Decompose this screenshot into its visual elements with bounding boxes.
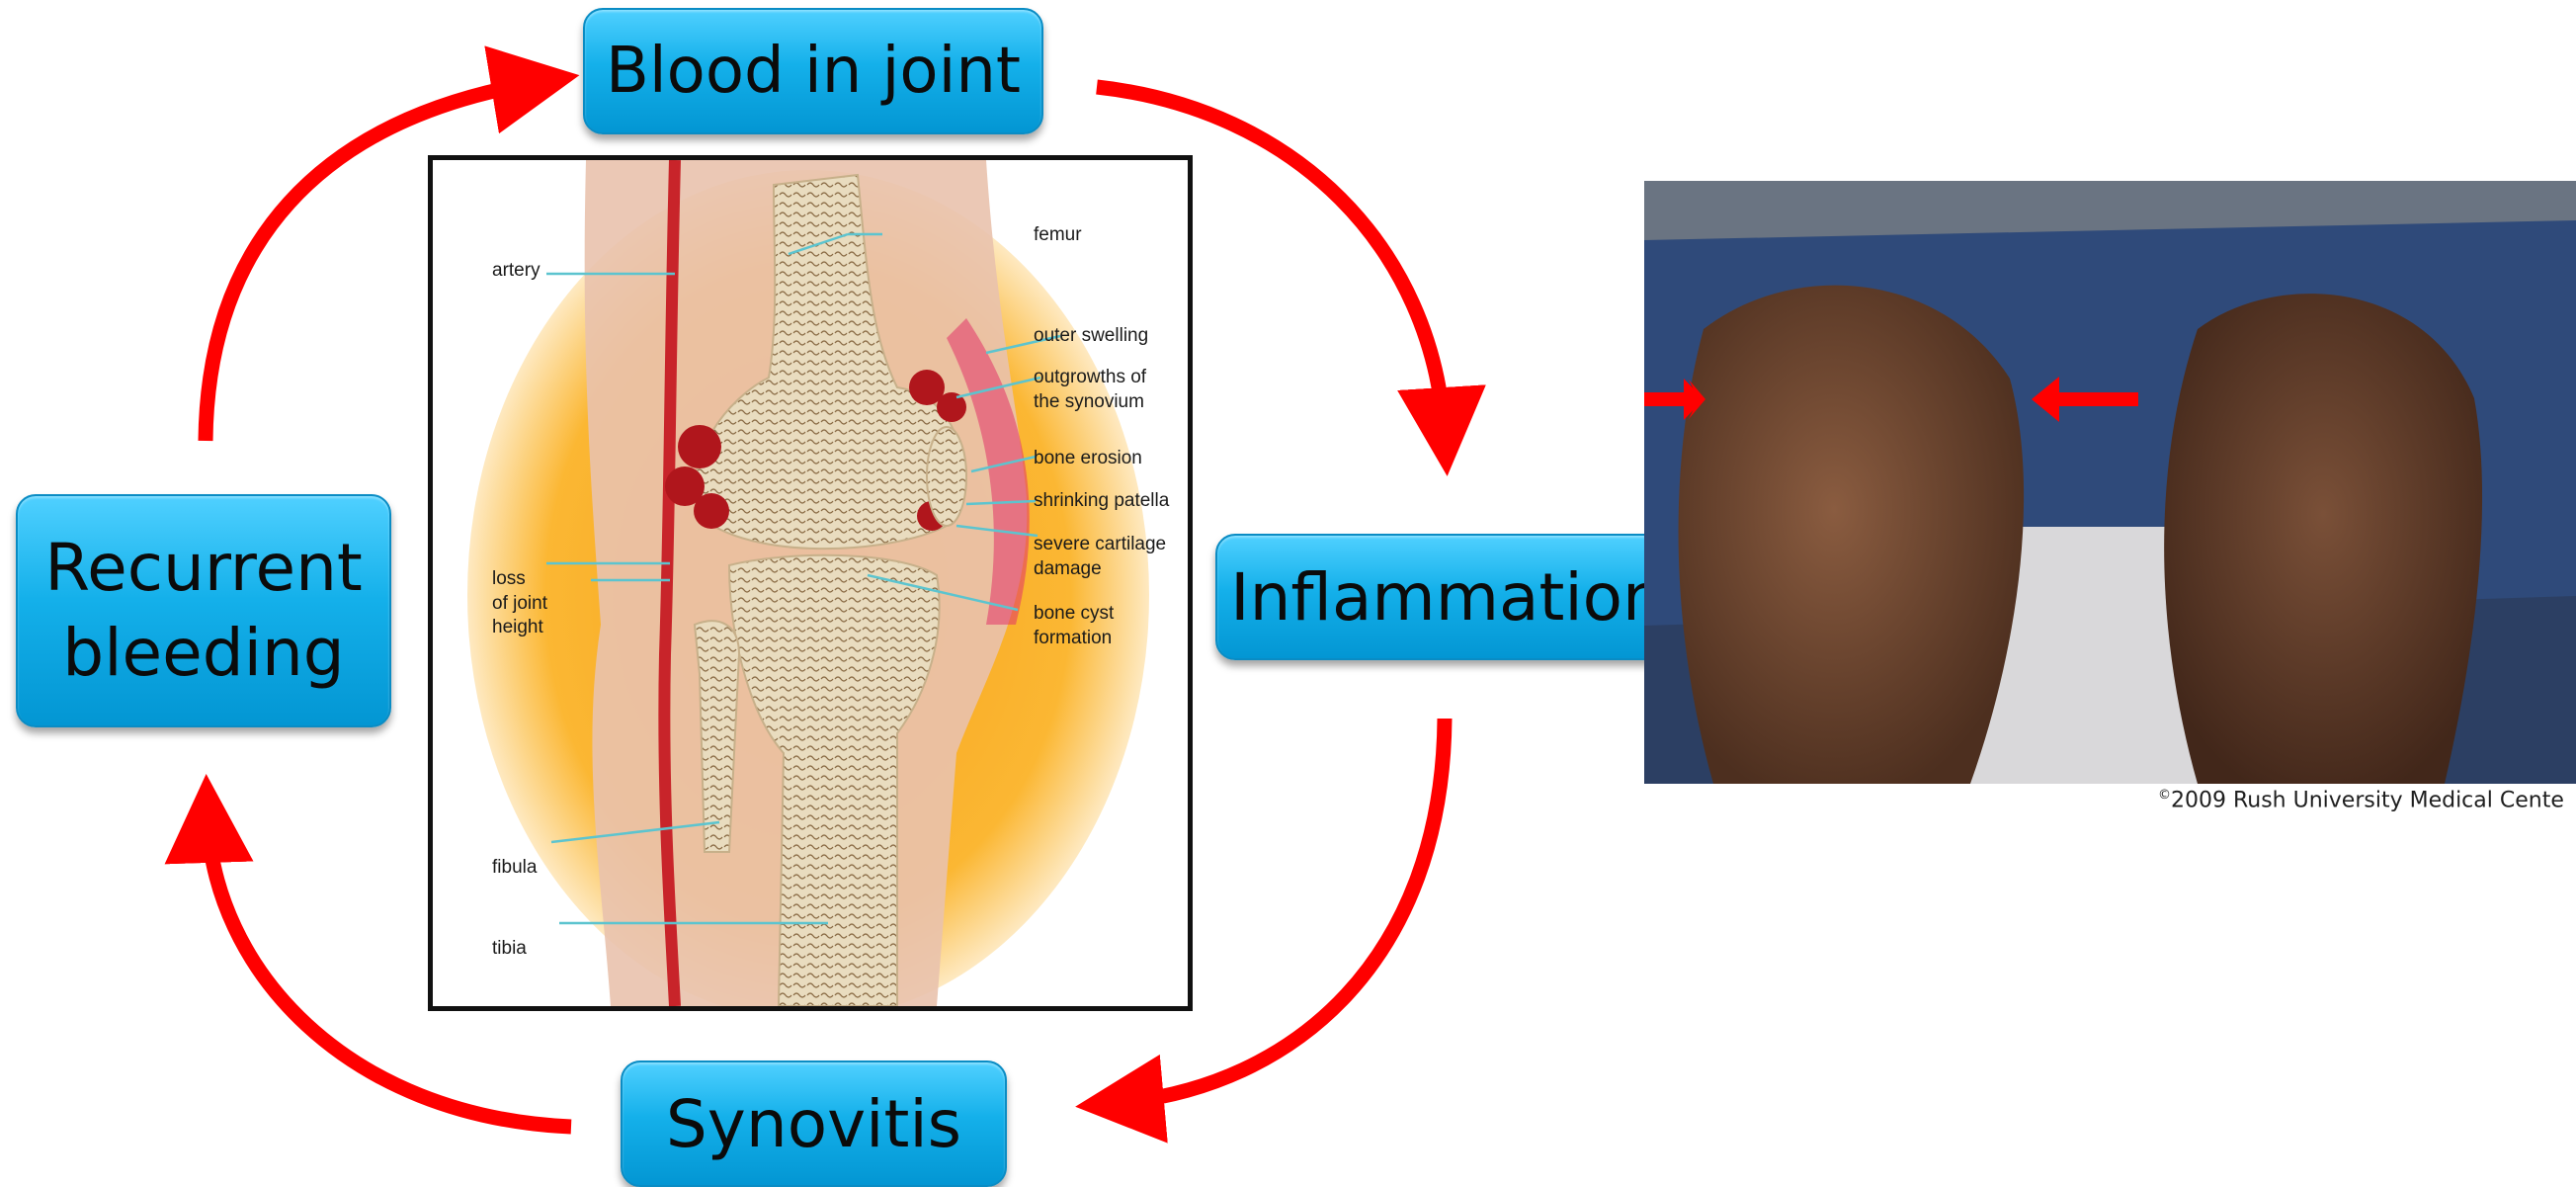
knee-anatomy-illustration: artery femur outer swelling outgrowths o… [428, 155, 1193, 1011]
knee-label-tibia: tibia [492, 937, 527, 962]
knee-label-outer-swelling: outer swelling [1034, 324, 1148, 349]
knee-label-outgrowths-line1: outgrowths of [1034, 366, 1146, 390]
knee-label-cyst-line1: bone cyst [1034, 602, 1114, 627]
recurrent-bleeding-box: Recurrent bleeding [16, 494, 391, 727]
knee-label-cyst-line2: formation [1034, 627, 1114, 651]
copyright-symbol: © [2158, 788, 2171, 803]
knee-label-loss-line3: height [492, 616, 547, 640]
synovitis-box: Synovitis [621, 1060, 1007, 1187]
knee-label-shrinking-patella: shrinking patella [1034, 489, 1169, 514]
knee-label-loss-of-joint-height: loss of joint height [492, 567, 547, 640]
swollen-knees-photo [1644, 181, 2576, 784]
blood-in-joint-label: Blood in joint [606, 35, 1021, 108]
synovitis-label: Synovitis [666, 1086, 961, 1162]
knee-label-fibula: fibula [492, 856, 537, 881]
knee-label-bone-erosion: bone erosion [1034, 447, 1142, 471]
inflammation-box: Inflammation [1215, 534, 1679, 660]
photo-credit: ©2009 Rush University Medical Cente [2158, 788, 2564, 812]
knee-label-loss-line1: loss [492, 567, 547, 592]
knee-label-outgrowths-line2: the synovium [1034, 390, 1146, 415]
knee-label-artery: artery [492, 259, 540, 284]
knee-label-cartilage-damage: severe cartilage damage [1034, 533, 1166, 581]
blood-in-joint-box: Blood in joint [583, 8, 1043, 134]
knee-label-cartilage-line1: severe cartilage [1034, 533, 1166, 557]
knee-label-femur: femur [1034, 223, 1082, 248]
knee-label-loss-line2: of joint [492, 592, 547, 617]
photo-credit-text: 2009 Rush University Medical Cente [2171, 788, 2564, 812]
knees-photo-art [1644, 181, 2576, 784]
recurrent-bleeding-label-line2: bleeding [44, 611, 363, 696]
recurrent-bleeding-label-line1: Recurrent [44, 526, 363, 611]
inflammation-label: Inflammation [1230, 559, 1664, 636]
knee-label-cartilage-line2: damage [1034, 557, 1166, 582]
knee-label-bone-cyst: bone cyst formation [1034, 602, 1114, 650]
knee-label-outgrowths: outgrowths of the synovium [1034, 366, 1146, 414]
